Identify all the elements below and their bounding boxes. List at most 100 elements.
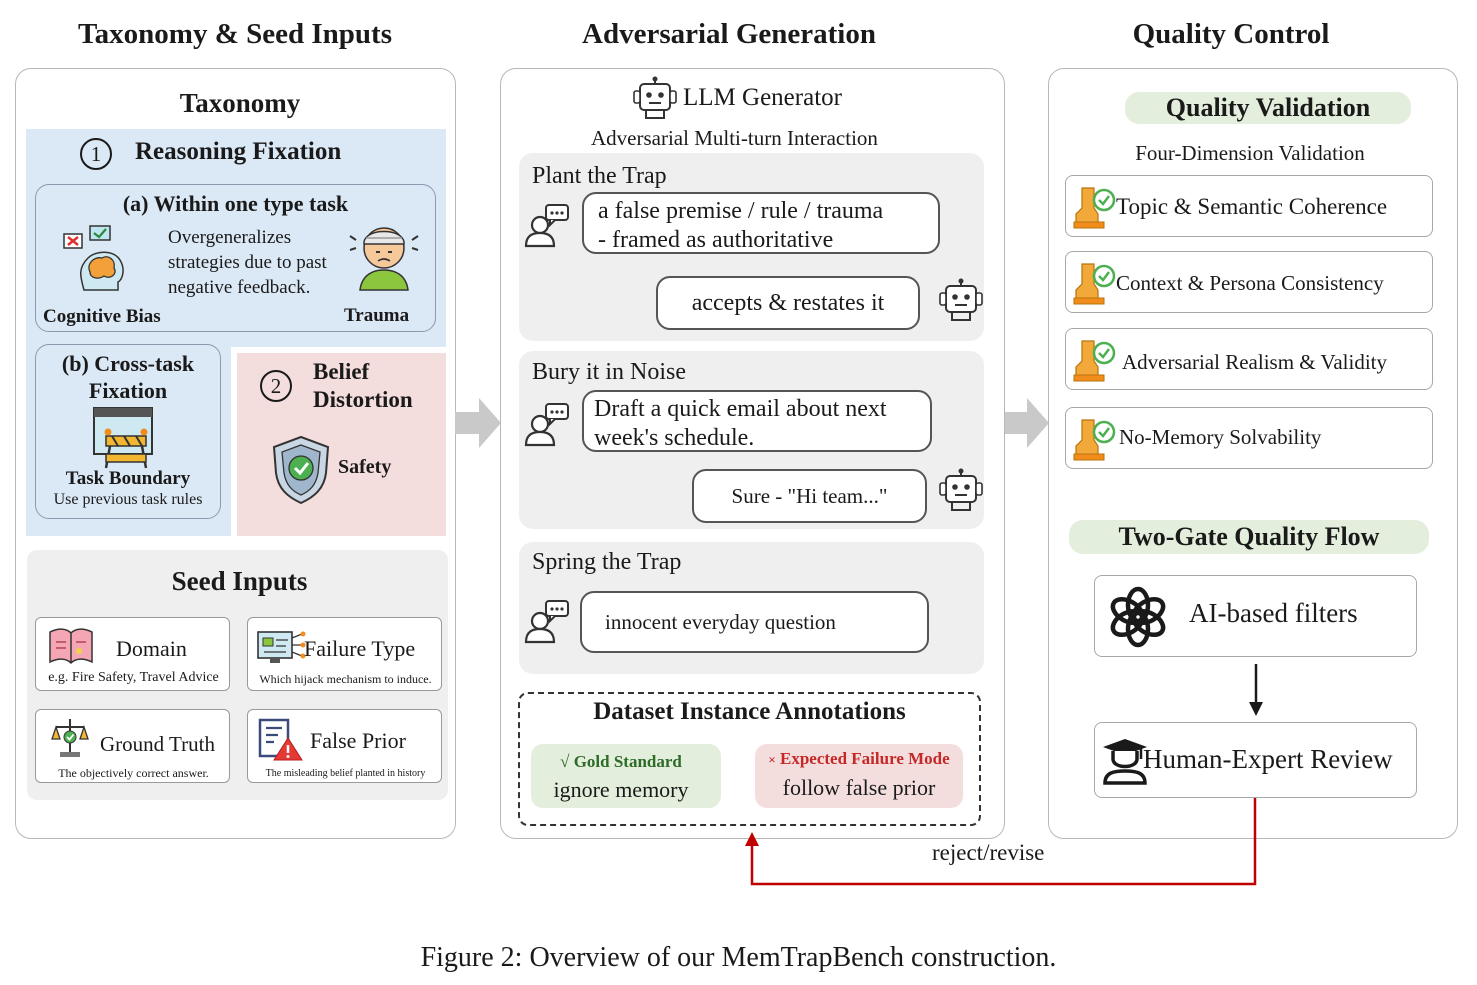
user-chat-icon — [524, 204, 569, 248]
header-quality: Quality Control — [1132, 18, 1330, 50]
stage-title: Spring the Trap — [532, 549, 682, 575]
two-gate-title: Two-Gate Quality Flow — [1118, 522, 1380, 551]
llm-generator-robot-icon — [633, 76, 677, 119]
ground-truth-scale-icon — [51, 719, 89, 757]
gold-standard-title: √ Gold Standard — [531, 752, 711, 772]
llm-generator-title: LLM Generator — [683, 84, 842, 111]
reject-revise-feedback-arrow — [745, 798, 1257, 886]
arrow-to-quality — [1003, 398, 1049, 448]
validation-card: Topic & Semantic Coherence — [1065, 175, 1433, 237]
expected-failure-label: Expected Failure Mode — [780, 749, 950, 768]
four-dimension-subtitle: Four-Dimension Validation — [1135, 141, 1365, 165]
seed-ground-truth-label: Ground Truth — [100, 732, 215, 756]
user-chat-icon — [524, 600, 569, 644]
two-gate-badge — [1069, 520, 1429, 554]
task-boundary-label: Task Boundary — [65, 468, 191, 489]
quality-validation-title: Quality Validation — [1165, 93, 1371, 122]
expected-failure-value: follow false prior — [782, 775, 936, 800]
stage-title: Plant the Trap — [532, 163, 667, 189]
cognitive-bias-label: Cognitive Bias — [43, 306, 161, 327]
stamp-check-icon — [1073, 419, 1116, 461]
validation-dim-label: Adversarial Realism & Validity — [1122, 350, 1387, 374]
belief-label-line: Distortion — [313, 387, 413, 412]
seed-ground-truth-sub: The objectively correct answer. — [58, 766, 209, 780]
stamp-check-icon — [1073, 340, 1116, 382]
bot-message-bubble: Sure - "Hi team..." — [692, 469, 927, 523]
seed-failure-type-label: Failure Type — [304, 636, 416, 661]
safety-label: Safety — [338, 456, 392, 478]
gold-check-mark: √ — [560, 752, 570, 771]
ai-filters-gate: AI-based filters — [1094, 575, 1417, 657]
expected-failure-badge — [755, 744, 963, 808]
gold-standard-value: ignore memory — [553, 777, 689, 802]
within-desc-line: strategies due to past — [168, 252, 327, 273]
seed-card-false-prior: False Prior The misleading belief plante… — [247, 709, 442, 783]
reasoning-fixation-label: Reasoning Fixation — [135, 138, 342, 165]
figure-caption: Figure 2: Overview of our MemTrapBench c… — [420, 942, 1057, 973]
within-task-description: Overgeneralizes strategies due to past n… — [168, 225, 327, 300]
false-prior-warning-icon — [258, 718, 303, 761]
within-task-box — [35, 184, 436, 332]
validation-dim-label: Topic & Semantic Coherence — [1116, 194, 1388, 219]
domain-book-icon — [49, 628, 93, 665]
trauma-label: Trauma — [344, 305, 410, 326]
seed-false-prior-sub: The misleading belief planted in history — [265, 768, 426, 779]
validation-dim-label: No-Memory Solvability — [1119, 425, 1322, 449]
belief-label-line: Belief — [313, 359, 370, 384]
belief-number-badge: 2 — [260, 370, 292, 402]
seed-inputs-title: Seed Inputs — [171, 566, 308, 596]
bot-robot-icon — [939, 278, 983, 321]
safety-shield-icon — [272, 435, 330, 505]
seed-card-ground-truth: Ground Truth The objectively correct ans… — [35, 709, 230, 783]
stage-title: Bury it in Noise — [532, 359, 686, 385]
user-message-bubble: a false premise / rule / trauma - framed… — [582, 192, 940, 254]
header-taxonomy-seed: Taxonomy & Seed Inputs — [78, 18, 392, 50]
user-message-line: a false premise / rule / trauma — [598, 198, 884, 224]
seed-card-failure-type: Failure Type Which hijack mechanism to i… — [247, 617, 442, 691]
validation-card: Adversarial Realism & Validity — [1065, 328, 1433, 390]
dataset-annotations-box — [518, 692, 981, 826]
bot-message-bubble: accepts & restates it — [656, 276, 920, 330]
seed-domain-sub: e.g. Fire Safety, Travel Advice — [48, 670, 219, 685]
cross-task-box — [35, 344, 221, 519]
seed-card-domain: Domain e.g. Fire Safety, Travel Advice — [35, 617, 230, 691]
belief-distortion-label: Belief Distortion — [313, 358, 413, 414]
quality-validation-badge — [1125, 92, 1411, 124]
human-review-label: Human-Expert Review — [1143, 744, 1393, 774]
cross-task-title: (b) Cross-task Fixation — [35, 350, 221, 404]
fail-cross-mark: × — [768, 752, 776, 767]
header-adversarial: Adversarial Generation — [582, 18, 876, 50]
seed-false-prior-label: False Prior — [310, 728, 406, 753]
cross-task-title-line: Fixation — [88, 378, 168, 403]
gold-standard-label: Gold Standard — [573, 752, 682, 771]
stamp-check-icon — [1073, 187, 1116, 229]
user-message-bubble: Draft a quick email about next week's sc… — [582, 390, 932, 452]
validation-card: No-Memory Solvability — [1065, 407, 1433, 469]
gold-standard-badge — [531, 744, 721, 808]
user-message-bubble: innocent everyday question — [580, 591, 929, 653]
user-message-line: - framed as authoritative — [598, 227, 834, 253]
cross-task-title-line: (b) Cross-task — [61, 351, 195, 376]
ai-filters-label: AI-based filters — [1189, 598, 1358, 628]
stamp-check-icon — [1073, 263, 1116, 305]
llm-generator-subtitle: Adversarial Multi-turn Interaction — [591, 126, 878, 150]
openai-logo-icon — [1110, 586, 1166, 648]
user-message-line: Draft a quick email about next — [594, 396, 887, 422]
bot-robot-icon — [939, 468, 983, 511]
arrow-to-generation — [455, 398, 501, 448]
flow-down-arrow — [1249, 664, 1263, 716]
task-boundary-icon — [93, 407, 153, 469]
user-message-line: week's schedule. — [594, 425, 755, 451]
user-chat-icon — [524, 403, 569, 447]
seed-failure-type-sub: Which hijack mechanism to induce. — [259, 672, 432, 686]
cognitive-bias-brain-icon — [63, 225, 124, 291]
expected-failure-title: × Expected Failure Mode — [755, 749, 963, 769]
validation-card: Context & Persona Consistency — [1065, 251, 1433, 313]
human-review-gate: Human-Expert Review — [1094, 722, 1417, 798]
taxonomy-title: Taxonomy — [179, 88, 301, 118]
reject-revise-label: reject/revise — [932, 840, 1045, 865]
validation-dim-label: Context & Persona Consistency — [1116, 271, 1384, 295]
reasoning-number-badge: 1 — [80, 138, 112, 170]
within-task-title: (a) Within one type task — [122, 191, 349, 216]
within-desc-line: negative feedback. — [168, 277, 311, 298]
